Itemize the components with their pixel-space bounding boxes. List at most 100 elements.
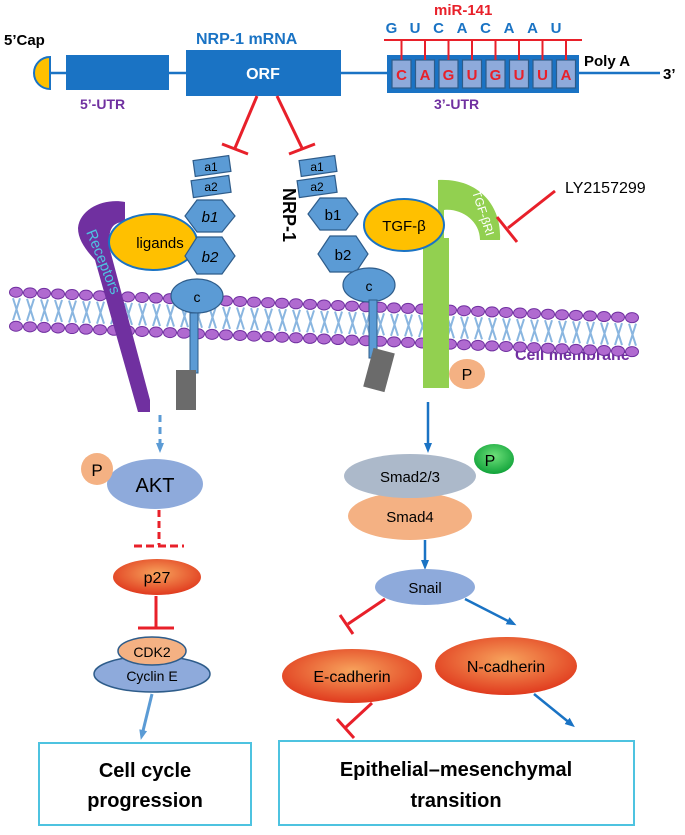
lipid-tail bbox=[222, 306, 231, 330]
lipid-head bbox=[9, 286, 23, 298]
ligands-label: ligands bbox=[136, 235, 184, 252]
lipid-tail bbox=[320, 310, 329, 334]
lipid-head bbox=[23, 287, 37, 299]
lipid-tail bbox=[292, 309, 301, 333]
lipid-head bbox=[555, 309, 569, 321]
lipid-tail bbox=[138, 303, 147, 326]
orf-inhibit-left-bar bbox=[221, 142, 249, 156]
inhibitor-bar bbox=[495, 216, 519, 243]
inhibitor-label: LY2157299 bbox=[565, 180, 646, 197]
lipid-head bbox=[303, 298, 317, 310]
lipid-head bbox=[37, 287, 51, 299]
lipid-head bbox=[387, 336, 401, 348]
lipid-head bbox=[401, 302, 415, 314]
mirna-name: miR-141 bbox=[434, 2, 492, 19]
ecad-shape bbox=[282, 649, 422, 703]
lipid-head bbox=[303, 332, 317, 344]
tgfb-shape bbox=[363, 198, 445, 252]
lipid-head bbox=[289, 332, 303, 344]
lipid-tail bbox=[278, 308, 287, 332]
cell-cycle-line2: progression bbox=[87, 790, 203, 812]
snail-inhibit-ecad-bar bbox=[338, 614, 355, 635]
nrp1-right-a2 bbox=[296, 174, 338, 199]
lipid-tail bbox=[586, 321, 595, 345]
lipid-head bbox=[275, 297, 289, 309]
lipid-tail bbox=[306, 310, 315, 333]
lipid-head bbox=[625, 312, 639, 324]
lipid-head bbox=[499, 340, 513, 352]
lipid-head bbox=[625, 346, 639, 358]
nrp1-left-b1-label: b1 bbox=[202, 209, 219, 226]
ecad-label: E-cadherin bbox=[313, 669, 390, 686]
tgfb-label: TGF-β bbox=[382, 218, 426, 235]
smad23-label: Smad2/3 bbox=[380, 469, 440, 486]
lipid-head bbox=[149, 326, 163, 338]
lipid-head bbox=[527, 342, 541, 354]
cell-cycle-line1: Cell cycle bbox=[99, 760, 191, 782]
end3-label: 3’ bbox=[663, 66, 676, 83]
lipid-head bbox=[583, 344, 597, 356]
lipid-tail bbox=[600, 322, 609, 345]
nrp1-left-a1-label: a1 bbox=[204, 160, 218, 174]
utr3-base: U bbox=[514, 67, 525, 84]
lipid-head bbox=[317, 299, 331, 311]
lipid-tail bbox=[334, 311, 343, 334]
lipid-tail bbox=[54, 299, 63, 323]
mirna-base: A bbox=[457, 20, 468, 37]
lipid-tail bbox=[376, 312, 385, 336]
lipid-tail bbox=[404, 314, 413, 337]
smad4-shape bbox=[348, 492, 472, 540]
smad-p-label: P bbox=[485, 453, 496, 470]
akt-p-label: P bbox=[91, 461, 102, 480]
tgfbr-stem bbox=[423, 238, 449, 388]
cyclin-label: Cyclin E bbox=[126, 668, 177, 684]
nrp1-right: a1 a2 b1 b2 c bbox=[296, 154, 396, 393]
lipid-tail bbox=[26, 298, 35, 322]
nrp1-right-a1 bbox=[298, 154, 338, 178]
utr3-base: U bbox=[537, 67, 548, 84]
lipid-head bbox=[51, 288, 65, 300]
cell-membrane bbox=[9, 286, 639, 358]
nrp1-left-b2-label: b2 bbox=[202, 249, 219, 266]
lipid-tail bbox=[558, 320, 567, 344]
lipid-head bbox=[597, 345, 611, 357]
lipid-head bbox=[471, 305, 485, 317]
orf-box bbox=[186, 50, 341, 96]
lipid-tail bbox=[152, 303, 161, 327]
lipid-tail bbox=[516, 318, 525, 342]
lipid-head bbox=[149, 292, 163, 304]
mirna-base: U bbox=[551, 20, 562, 37]
lipid-tail bbox=[572, 321, 581, 344]
lipid-head bbox=[233, 329, 247, 341]
lipid-tail bbox=[530, 319, 539, 342]
lipid-tail bbox=[460, 316, 469, 340]
nrp1-right-a1-label: a1 bbox=[310, 160, 324, 174]
p27-shape bbox=[113, 559, 201, 595]
cell-cycle-box bbox=[38, 742, 252, 826]
lipid-head bbox=[51, 322, 65, 334]
mirna-base: C bbox=[433, 20, 444, 37]
lipid-head bbox=[233, 295, 247, 307]
lipid-head bbox=[499, 306, 513, 318]
lipid-head bbox=[65, 323, 79, 335]
snail-inhibit-ecad bbox=[347, 597, 386, 626]
lipid-head bbox=[247, 296, 261, 308]
lipid-head bbox=[9, 320, 23, 332]
mirna-base: U bbox=[410, 20, 421, 37]
utr3-base: A bbox=[420, 67, 431, 84]
orf-inhibit-right-bar bbox=[288, 142, 316, 156]
nrp1-left-c-label: c bbox=[194, 289, 201, 305]
p27-label: p27 bbox=[144, 570, 171, 587]
lipid-head bbox=[65, 289, 79, 301]
lipid-head bbox=[79, 323, 93, 335]
akt-label: AKT bbox=[136, 475, 175, 497]
utr3-base: U bbox=[467, 67, 478, 84]
lipid-head bbox=[513, 341, 527, 353]
utr5-label: 5’-UTR bbox=[80, 96, 125, 112]
nrp1-left-stem bbox=[189, 312, 199, 374]
lipid-head bbox=[247, 330, 261, 342]
lipid-head bbox=[23, 321, 37, 333]
lipid-tail bbox=[208, 306, 217, 329]
